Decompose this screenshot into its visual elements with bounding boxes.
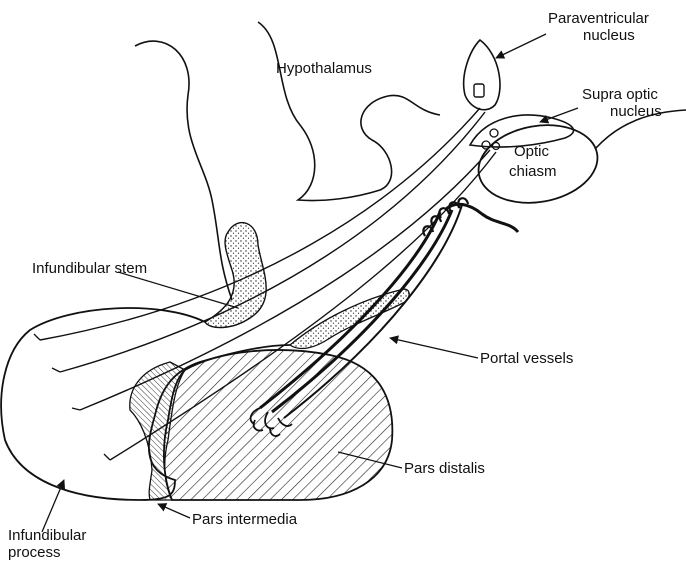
vessel-arch bbox=[445, 204, 518, 232]
nerve-tract-ending bbox=[34, 334, 110, 460]
infundibular-process-label-line1: Infundibular bbox=[8, 527, 86, 544]
infundibular-stem-label: Infundibular stem bbox=[32, 260, 147, 277]
infundibular-stem-leader bbox=[118, 272, 238, 308]
pars-distalis-hatch bbox=[164, 350, 392, 500]
paraventricular-cell bbox=[474, 84, 484, 97]
paraventricular-nucleus-shape bbox=[464, 40, 500, 110]
supraoptic-label-line1: Supra optic bbox=[582, 86, 658, 103]
optic-chiasm-label-line1: Optic bbox=[514, 143, 549, 160]
portal-vessels-label: Portal vessels bbox=[480, 350, 573, 367]
hypothalamus-outline bbox=[135, 41, 232, 300]
pars-distalis-label: Pars distalis bbox=[404, 460, 485, 477]
supraoptic-cell-1 bbox=[490, 129, 498, 137]
optic-chiasm-label-line2: chiasm bbox=[509, 163, 557, 180]
infundibular-process-label-line2: process bbox=[8, 544, 61, 561]
hypothalamus-label: Hypothalamus bbox=[276, 60, 372, 77]
paraventricular-leader bbox=[496, 34, 546, 58]
portal-vessels-leader bbox=[390, 338, 478, 358]
nerve-tract-2 bbox=[60, 112, 485, 372]
pars-intermedia-label: Pars intermedia bbox=[192, 511, 297, 528]
paraventricular-label-line1: Paraventricular bbox=[548, 10, 649, 27]
supraoptic-cell-2 bbox=[482, 141, 490, 149]
infundibular-stem-stipple bbox=[205, 223, 266, 328]
pars-intermedia-leader bbox=[158, 504, 190, 518]
supraoptic-label-line2: nucleus bbox=[610, 103, 662, 120]
supraoptic-cell-3 bbox=[493, 143, 500, 150]
paraventricular-label-line2: nucleus bbox=[583, 27, 635, 44]
infundibular-process-leader bbox=[42, 480, 64, 532]
